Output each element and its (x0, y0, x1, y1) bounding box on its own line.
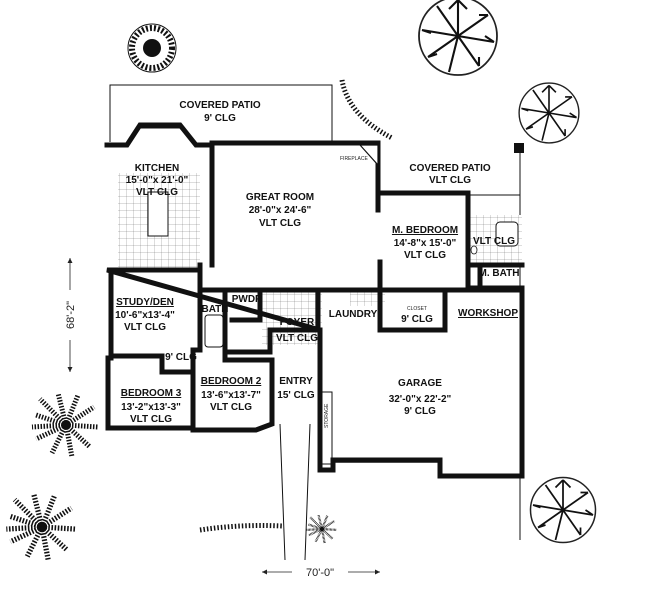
label-kitchen: KITCHEN 15'-0"x 21'-0" VLT CLG (126, 163, 189, 198)
svg-text:GARAGE: GARAGE (398, 378, 442, 389)
fireplace (358, 144, 379, 167)
kitchen-island (147, 191, 169, 237)
label-entry: ENTRY 15' CLG (277, 376, 315, 401)
label-garage: GARAGE 32'-0"x 22'-2" 9' CLG (389, 378, 452, 417)
svg-text:GREAT ROOM: GREAT ROOM (246, 192, 314, 203)
label-laundry: LAUNDRY (329, 309, 378, 320)
laundry-tile (350, 292, 385, 306)
svg-text:STUDY/DEN: STUDY/DEN (116, 297, 174, 308)
dimension-width: 70'-0" (262, 567, 380, 579)
label-study: STUDY/DEN 10'-6"x13'-4" VLT CLG (115, 297, 175, 333)
svg-text:VLT CLG: VLT CLG (136, 187, 178, 198)
svg-text:32'-0"x 22'-2": 32'-0"x 22'-2" (389, 394, 452, 405)
hedge-bottom (199, 523, 283, 533)
label-bedroom3: BEDROOM 3 13'-2"x13'-3" VLT CLG (121, 388, 182, 425)
svg-text:VLT CLG: VLT CLG (130, 414, 172, 425)
palm-bottom-left (6, 493, 75, 560)
svg-text:COVERED PATIO: COVERED PATIO (179, 100, 261, 111)
label-closet: CLOSET 9' CLG (401, 306, 433, 325)
svg-text:VLT CLG: VLT CLG (276, 333, 318, 344)
label-master-bath: M. BATH (479, 268, 520, 279)
label-bedroom2: BEDROOM 2 13'-6"x13'-7" VLT CLG (201, 376, 262, 413)
svg-text:VLT CLG: VLT CLG (210, 402, 252, 413)
tree-bottom-right (529, 476, 597, 544)
svg-text:10'-6"x13'-4": 10'-6"x13'-4" (115, 310, 175, 321)
storage-closet (319, 391, 333, 465)
svg-text:COVERED PATIO: COVERED PATIO (409, 163, 491, 174)
label-workshop: WORKSHOP (458, 308, 518, 319)
svg-text:VLT CLG: VLT CLG (259, 218, 301, 229)
svg-text:15'-0"x 21'-0": 15'-0"x 21'-0" (126, 175, 189, 186)
svg-text:FOYER: FOYER (280, 317, 315, 328)
tree-right (518, 82, 580, 144)
tub-mbath (495, 221, 519, 247)
svg-text:CLOSET: CLOSET (407, 306, 427, 312)
interior-walls (108, 142, 525, 431)
label-covered-patio-rear: COVERED PATIO 9' CLG (179, 100, 261, 124)
tub-bath (204, 314, 224, 348)
rear-patio-outline (109, 84, 333, 142)
sink-mbath (470, 245, 478, 255)
svg-text:13'-6"x13'-7": 13'-6"x13'-7" (201, 390, 261, 401)
svg-text:9' CLG: 9' CLG (401, 314, 433, 325)
svg-text:70'-0": 70'-0" (306, 567, 334, 579)
label-bath: BATH (201, 304, 228, 315)
hedge-curve (339, 79, 394, 141)
svg-text:BEDROOM 2: BEDROOM 2 (201, 376, 262, 387)
label-great-room: GREAT ROOM 28'-0"x 24'-6" VLT CLG (246, 192, 314, 229)
shrub-bottom (305, 513, 338, 545)
palm-left (32, 393, 98, 457)
svg-text:BEDROOM 3: BEDROOM 3 (121, 388, 182, 399)
patio-post (514, 143, 524, 153)
svg-text:9' CLG: 9' CLG (404, 406, 436, 417)
label-powder: PWDR (232, 294, 263, 305)
dimension-depth: 68'-2" (65, 258, 77, 372)
tree-top-right (417, 0, 499, 77)
tree-top-left (127, 23, 177, 73)
svg-text:VLT CLG: VLT CLG (429, 175, 471, 186)
svg-text:15' CLG: 15' CLG (277, 390, 315, 401)
label-fireplace: FIREPLACE (340, 156, 368, 162)
svg-text:68'-2": 68'-2" (65, 301, 77, 329)
svg-text:14'-8"x 15'-0": 14'-8"x 15'-0" (394, 238, 457, 249)
label-master-bath-ceiling: VLT CLG (473, 236, 515, 247)
svg-text:VLT CLG: VLT CLG (124, 322, 166, 333)
svg-text:KITCHEN: KITCHEN (135, 163, 179, 174)
svg-text:ENTRY: ENTRY (279, 376, 313, 387)
kitchen-bay (126, 127, 197, 146)
svg-text:M. BEDROOM: M. BEDROOM (392, 225, 458, 236)
label-hall: 9' CLG (165, 352, 197, 363)
front-walkway (279, 423, 311, 561)
svg-text:13'-2"x13'-3": 13'-2"x13'-3" (121, 402, 181, 413)
label-foyer: FOYER VLT CLG (276, 317, 318, 344)
svg-text:9' CLG: 9' CLG (204, 113, 236, 124)
label-master-bedroom: M. BEDROOM 14'-8"x 15'-0" VLT CLG (392, 225, 458, 261)
svg-text:VLT CLG: VLT CLG (404, 250, 446, 261)
label-storage: STORAGE (324, 403, 330, 428)
label-covered-patio-side: COVERED PATIO VLT CLG (409, 163, 491, 186)
svg-text:28'-0"x 24'-6": 28'-0"x 24'-6" (249, 205, 312, 216)
